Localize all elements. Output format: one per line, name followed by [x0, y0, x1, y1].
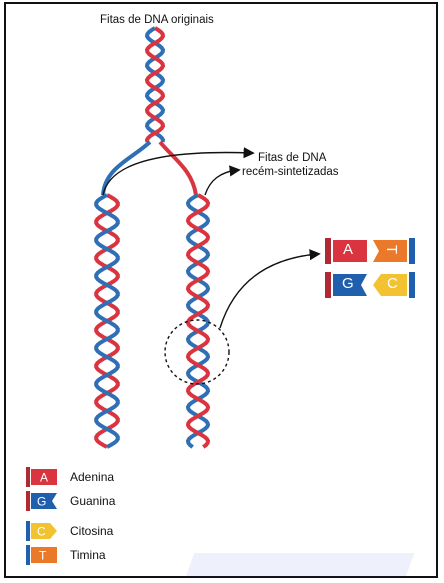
arrow-right-to-label: [204, 165, 241, 196]
right-helix-new-strand: [185, 193, 211, 449]
legend-label-cytosine: Citosina: [70, 524, 114, 538]
guanine-block: [333, 274, 367, 296]
base-pair-inset: A T G C: [325, 236, 415, 306]
arrow-left-to-label: [102, 147, 255, 196]
legend-item-adenine: A Adenina: [26, 466, 114, 488]
figure-frame: [4, 2, 438, 578]
arrow-to-inset: [219, 249, 321, 329]
zoom-circle: [164, 319, 230, 385]
cytosine-backbone: [409, 272, 415, 298]
pair-top-right-letter: T: [383, 244, 401, 255]
pair-bottom-right-letter: C: [387, 275, 398, 292]
svg-text:A: A: [40, 471, 48, 485]
legend-item-thymine: T Timina: [26, 544, 106, 566]
adenine-backbone: [325, 238, 331, 264]
thymine-backbone: [409, 238, 415, 264]
original-strands-label: Fitas de DNA originais: [100, 14, 214, 26]
left-helix-original-strand: [94, 193, 120, 449]
legend-item-cytosine: C Citosina: [26, 520, 113, 542]
guanine-icon: G: [26, 491, 57, 511]
legend-label-thymine: Timina: [70, 548, 106, 562]
legend-label-adenine: Adenina: [70, 470, 115, 484]
adenine-icon: A: [26, 467, 57, 487]
guanine-backbone: [325, 272, 331, 298]
pair-top-left-letter: A: [343, 241, 354, 258]
svg-text:G: G: [37, 495, 46, 509]
adenine-block: [333, 240, 367, 262]
right-helix-original-strand: [185, 193, 211, 449]
legend-item-guanine: G Guanina: [26, 490, 115, 512]
legend-label-guanine: Guanina: [70, 494, 116, 508]
original-strand-blue: [144, 26, 166, 143]
pair-bottom-left-letter: G: [342, 275, 354, 292]
fork-strand-left: [101, 140, 152, 196]
cytosine-block: [373, 274, 407, 296]
svg-text:C: C: [37, 525, 46, 539]
thymine-block: [373, 240, 407, 262]
original-strand-red: [144, 26, 166, 143]
new-strands-label-line1: Fitas de DNA: [258, 152, 327, 164]
thymine-icon: T: [26, 545, 57, 565]
new-strands-label-line2: recém-sintetizadas: [242, 166, 339, 178]
fork-strand-right: [158, 140, 198, 196]
cytosine-icon: C: [26, 521, 57, 541]
svg-text:T: T: [39, 549, 47, 563]
